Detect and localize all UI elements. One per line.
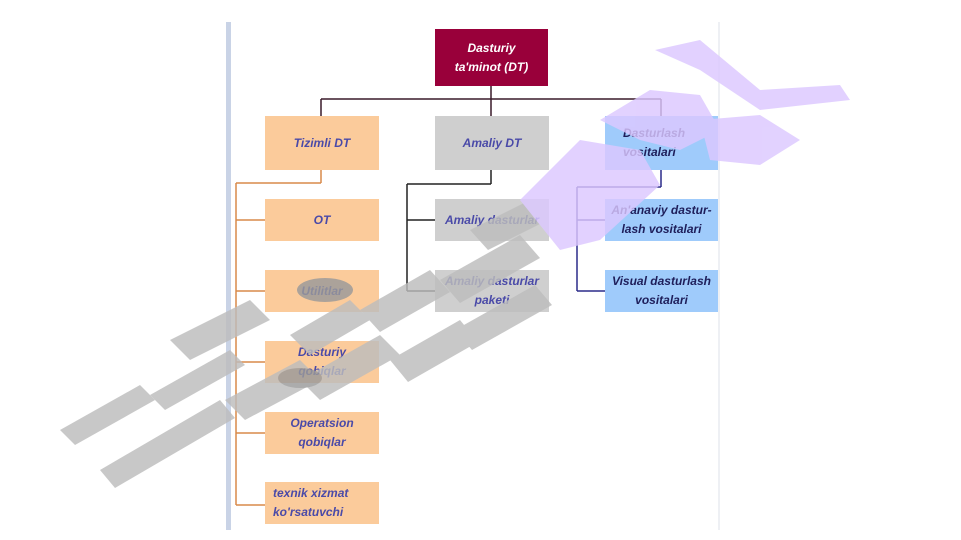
system-child-maintenance: texnik xizmat ko'rsatuvchi	[265, 482, 379, 524]
slide-right-border	[718, 22, 720, 530]
root-connector	[320, 86, 662, 116]
programming-child-visual: Visual dasturlash vositalari	[605, 270, 718, 312]
system-child-utilities: Utilitlar	[265, 270, 379, 312]
system-child-shells: Dasturiy qobiqlar	[265, 341, 379, 383]
branch-programming-tools: Dasturlash vositalari	[605, 116, 718, 170]
slide-left-border	[226, 22, 231, 530]
system-child-os-shells: Operatsion qobiqlar	[265, 412, 379, 454]
root-node: Dasturiy ta'minot (DT)	[435, 29, 548, 86]
branch-applied-software: Amaliy DT	[435, 116, 549, 170]
programming-child-traditional: An'anaviy dastur- lash vositalari	[605, 199, 718, 241]
system-child-ot: OT	[265, 199, 379, 241]
applied-child-package: Amaliy dasturlar paketi	[435, 270, 549, 312]
applied-child-programs: Amaliy dasturlar	[435, 199, 549, 241]
applied-connector	[406, 170, 492, 292]
branch-system-software: Tizimli DT	[265, 116, 379, 170]
